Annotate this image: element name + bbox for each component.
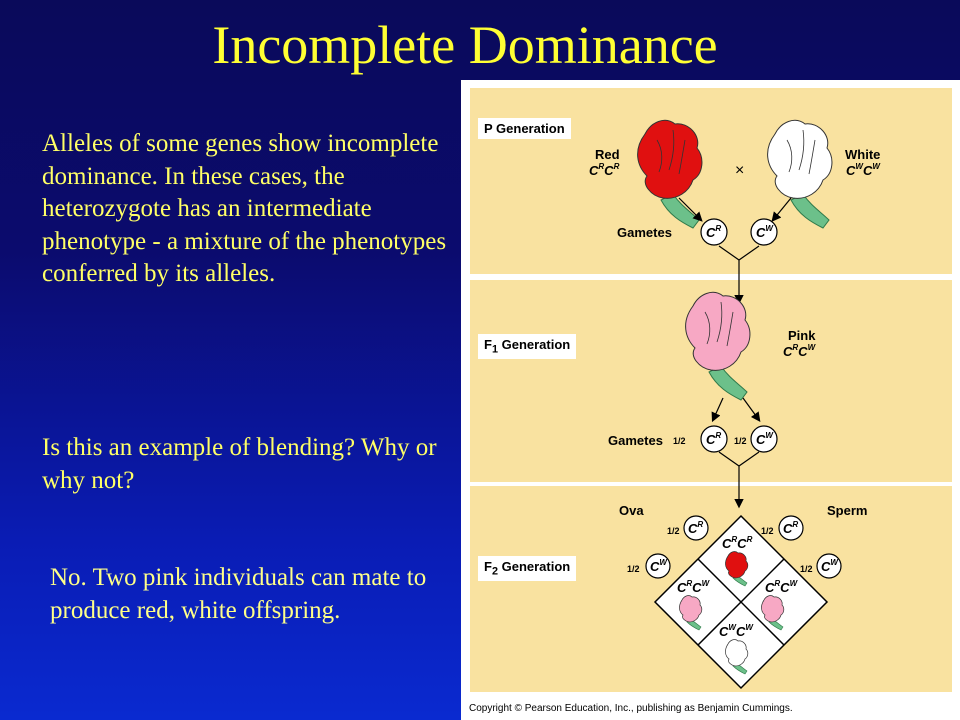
p-gametes-label: Gametes [617,225,672,240]
ova-fraction-top: 1/2 [667,526,680,536]
f1-gamete-cr-circle [700,425,728,453]
sperm-cw-circle [816,553,842,579]
ova-label: Ova [619,503,644,518]
f2-cwcw-genotype: CWCW [719,623,754,639]
intro-paragraph: Alleles of some genes show incomplete do… [42,130,447,287]
p-generation-label: P Generation [478,118,571,139]
ova-cr-label: CR [688,520,703,536]
sperm-cw-label: CW [821,558,839,574]
cross-symbol: × [735,162,744,179]
f1-gamete-cw-label: CW [756,431,774,447]
red-genotype: CRCR [589,162,620,178]
inheritance-figure: P Generation F1 Generation F2 Generation… [461,80,960,720]
white-genotype: CWCW [846,162,881,178]
answer-paragraph: No. Two pink individuals can mate to pro… [50,564,427,624]
f2-crcw-right-genotype: CRCW [765,579,799,595]
f1-generation-label: F1 Generation [478,334,577,359]
white-phenotype-label: White [845,147,880,162]
sperm-cr-circle [778,515,804,541]
sperm-fraction-bottom: 1/2 [800,564,813,574]
pink-flower-icon [685,291,751,401]
sperm-fraction-top: 1/2 [761,526,774,536]
gamete-cr-circle [700,218,728,246]
f1-gamete-cr-label: CR [706,431,721,447]
f1-generation-panel: F1 Generation [470,280,952,482]
f2-crcw-left-genotype: CRCW [677,579,711,595]
sperm-cr-label: CR [783,520,798,536]
question-paragraph: Is this an example of blending? Why or w… [42,434,437,494]
white-flower-icon [767,119,833,229]
sperm-label: Sperm [827,503,867,518]
pink-phenotype-label: Pink [788,328,816,343]
pink-genotype: CRCW [783,343,817,359]
ova-cw-label: CW [650,558,668,574]
genetics-diagram: Red CRCR × White CWCW Gametes CR CW Pink… [589,119,881,690]
gamete-cr-label: CR [706,224,721,240]
gamete-cw-label: CW [756,224,774,240]
f1-fraction-right: 1/2 [734,436,747,446]
ova-cr-circle [683,515,709,541]
ova-cw-circle [645,553,671,579]
ova-fraction-bottom: 1/2 [627,564,640,574]
red-phenotype-label: Red [595,147,620,162]
punnett-square [653,514,829,690]
gamete-cw-circle [750,218,778,246]
f1-gamete-cw-circle [750,425,778,453]
slide-title: Incomplete Dominance [212,15,718,75]
f1-gametes-label: Gametes [608,433,663,448]
f2-crcr-genotype: CRCR [722,535,753,551]
f1-fraction-left: 1/2 [673,436,686,446]
copyright-notice: Copyright © Pearson Education, Inc., pub… [469,703,793,714]
f2-generation-label: F2 Generation [478,556,577,581]
